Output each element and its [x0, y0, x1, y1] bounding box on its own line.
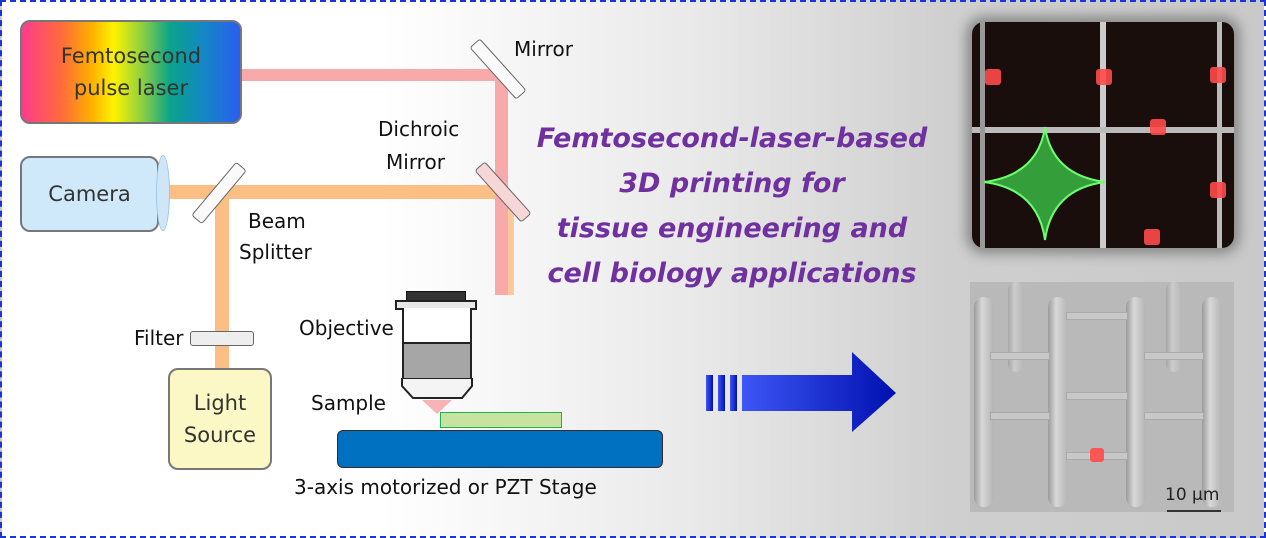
title-line3: tissue engineering and: [556, 213, 908, 244]
light-source: Light Source: [168, 368, 272, 470]
fluorescence-image: [972, 22, 1234, 248]
dichroic-label-line2: Mirror: [386, 150, 445, 174]
title-line2: 3D printing for: [619, 168, 845, 199]
laser-beam-horizontal: [242, 69, 508, 81]
laser-label-line1: Femtosecond: [60, 44, 202, 68]
illumination-beam-down: [508, 199, 514, 295]
figure-title: Femtosecond-laser-based 3D printing for …: [522, 116, 942, 296]
scale-bar-label: 10 µm: [1165, 485, 1220, 505]
camera-label: Camera: [48, 182, 131, 206]
dichroic-label-line1: Dichroic: [378, 117, 460, 141]
laser-label-line2: pulse laser: [73, 76, 189, 100]
beam-splitter-label-line1: Beam: [248, 209, 306, 233]
illumination-beam-horizontal: [159, 185, 495, 199]
filter: [190, 331, 254, 346]
light-source-line1: Light: [193, 391, 247, 415]
title-line1: Femtosecond-laser-based: [536, 123, 928, 154]
femtosecond-laser: Femtosecond pulse laser: [20, 20, 242, 124]
sample-label: Sample: [311, 391, 386, 415]
beam-splitter-label-line2: Splitter: [239, 240, 312, 264]
arrow-icon: [706, 352, 896, 432]
sem-image: 10 µm: [970, 282, 1234, 512]
filter-label: Filter: [134, 326, 184, 350]
motorized-stage: [337, 430, 663, 468]
camera: Camera: [20, 156, 159, 232]
stage-label: 3-axis motorized or PZT Stage: [294, 475, 597, 499]
objective-label: Objective: [299, 316, 394, 340]
light-source-line2: Source: [183, 423, 257, 447]
mirror-label: Mirror: [514, 37, 573, 61]
illumination-beam-vertical: [215, 195, 229, 370]
lens: [156, 155, 170, 231]
sample: [440, 412, 562, 428]
title-line4: cell biology applications: [547, 258, 917, 289]
scale-bar: [1167, 510, 1221, 512]
